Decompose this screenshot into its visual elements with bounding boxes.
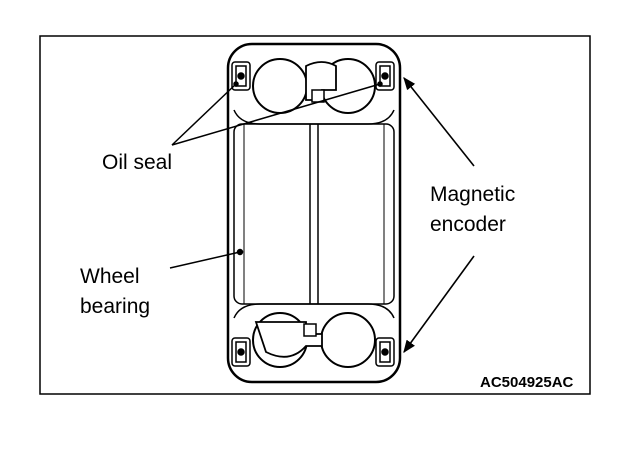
bottom-ball-row — [252, 312, 376, 368]
oil-seal-leaders — [171, 81, 383, 146]
figure-code: AC504925AC — [480, 374, 574, 391]
oil-seal-bottom-right — [375, 337, 395, 367]
magnetic-encoder-arrows — [403, 76, 475, 354]
magnetic-encoder-label-line1: Magnetic — [430, 183, 516, 206]
figure-frame — [39, 35, 591, 395]
wheel-bearing-label-line2: bearing — [80, 295, 151, 318]
oil-seal-bottom-left — [231, 337, 251, 367]
wheel-bearing-leader — [169, 248, 244, 269]
top-ball-row — [252, 58, 376, 114]
oil-seal-label: Oil seal — [102, 151, 173, 174]
wheel-bearing-label-line1: Wheel — [80, 265, 140, 288]
bearing-outer-ring — [226, 42, 402, 384]
oil-seal-top-right — [375, 61, 395, 91]
magnetic-encoder-label-line2: encoder — [430, 213, 506, 236]
